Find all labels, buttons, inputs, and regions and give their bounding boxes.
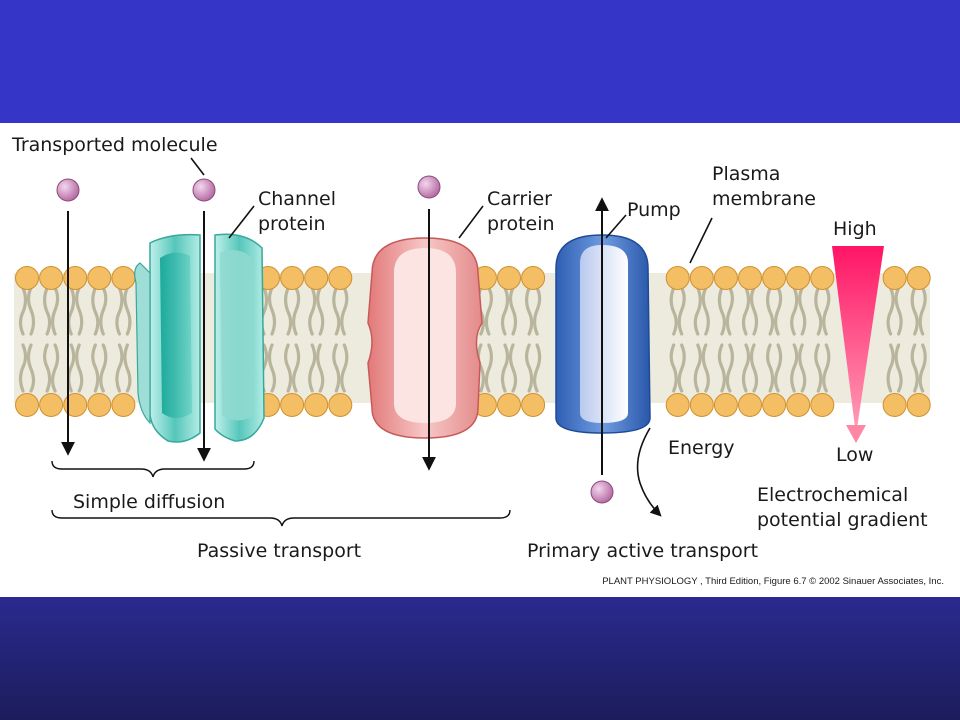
lipid-head bbox=[762, 266, 787, 290]
lipid-head bbox=[328, 393, 353, 417]
lipid-head bbox=[111, 266, 136, 290]
figure-canvas: Transported molecule Channel protein Car… bbox=[11, 134, 944, 587]
lipid-head bbox=[111, 393, 136, 417]
lipid-head bbox=[63, 266, 88, 290]
lipid-head bbox=[665, 393, 690, 417]
carrier-protein-pointer bbox=[458, 205, 484, 239]
lipid-head bbox=[882, 266, 907, 290]
channel-protein-label-line1: Channel bbox=[258, 188, 336, 210]
lipid-head bbox=[810, 393, 835, 417]
lipid-head bbox=[521, 393, 546, 417]
transported-molecule-pointer bbox=[190, 157, 205, 176]
lipid-head bbox=[15, 393, 39, 417]
passive-transport-brace bbox=[51, 509, 511, 527]
simple-diffusion-label: Simple diffusion bbox=[73, 491, 225, 513]
plasma-membrane-label-line2: membrane bbox=[712, 188, 816, 210]
lipid-head bbox=[280, 393, 305, 417]
pump-pointer bbox=[605, 214, 627, 239]
molecule-channel bbox=[192, 178, 216, 202]
lipid-tails bbox=[18, 286, 927, 393]
lipid-head bbox=[304, 393, 329, 417]
passive-transport-label: Passive transport bbox=[197, 540, 361, 562]
molecule-simple-diffusion bbox=[56, 178, 80, 202]
lipid-head bbox=[786, 266, 811, 290]
carrier-protein bbox=[367, 237, 483, 439]
membrane-transport-figure: Transported molecule Channel protein Car… bbox=[0, 123, 960, 597]
energy-label: Energy bbox=[668, 437, 735, 459]
high-label: High bbox=[833, 218, 877, 240]
lipid-head bbox=[786, 393, 811, 417]
gradient-label-line1: Electrochemical bbox=[757, 484, 908, 506]
channel-protein bbox=[134, 233, 265, 443]
lipid-head bbox=[280, 266, 305, 290]
carrier-protein-label-line2: protein bbox=[487, 213, 555, 235]
lipid-head bbox=[497, 393, 521, 417]
lipid-head bbox=[713, 266, 738, 290]
lipid-head bbox=[882, 393, 907, 417]
lipid-head bbox=[63, 393, 88, 417]
transported-molecule-label: Transported molecule bbox=[11, 134, 218, 156]
simple-diffusion-brace bbox=[51, 460, 255, 478]
carrier-protein-label-line1: Carrier bbox=[487, 188, 552, 210]
slide-bottom-band bbox=[0, 597, 960, 720]
lipid-head bbox=[328, 266, 353, 290]
molecule-pump bbox=[590, 480, 614, 504]
lipid-head bbox=[906, 393, 931, 417]
lipid-head bbox=[15, 266, 39, 290]
lipid-head bbox=[762, 393, 787, 417]
lipid-head bbox=[689, 393, 714, 417]
transported-molecules bbox=[56, 175, 614, 504]
lipid-head bbox=[497, 266, 521, 290]
lipid-head bbox=[906, 266, 931, 290]
channel-protein-label-line2: protein bbox=[258, 213, 326, 235]
plasma-membrane-label-line1: Plasma bbox=[712, 163, 780, 185]
slide-top-band bbox=[0, 0, 960, 123]
lipid-head bbox=[810, 266, 835, 290]
lipid-head bbox=[713, 393, 738, 417]
lipid-head bbox=[39, 393, 64, 417]
lipid-head bbox=[665, 266, 690, 290]
plasma-membrane-pointer bbox=[689, 217, 713, 264]
lipid-head bbox=[521, 266, 546, 290]
low-label: Low bbox=[836, 444, 873, 466]
energy-arrow bbox=[636, 427, 662, 517]
lipid-head bbox=[738, 393, 762, 417]
electrochemical-gradient-arrow bbox=[832, 246, 884, 443]
pump-label: Pump bbox=[627, 199, 681, 221]
channel-protein-pointer bbox=[228, 205, 255, 239]
lipid-head bbox=[87, 266, 112, 290]
lipid-head bbox=[304, 266, 329, 290]
molecule-carrier bbox=[417, 175, 441, 199]
lipid-head bbox=[39, 266, 64, 290]
figure-credit: PLANT PHYSIOLOGY , Third Edition, Figure… bbox=[602, 576, 944, 587]
lipid-head bbox=[738, 266, 762, 290]
lipid-head bbox=[87, 393, 112, 417]
gradient-label-line2: potential gradient bbox=[757, 509, 928, 531]
primary-active-transport-label: Primary active transport bbox=[527, 540, 758, 562]
lipid-head bbox=[689, 266, 714, 290]
